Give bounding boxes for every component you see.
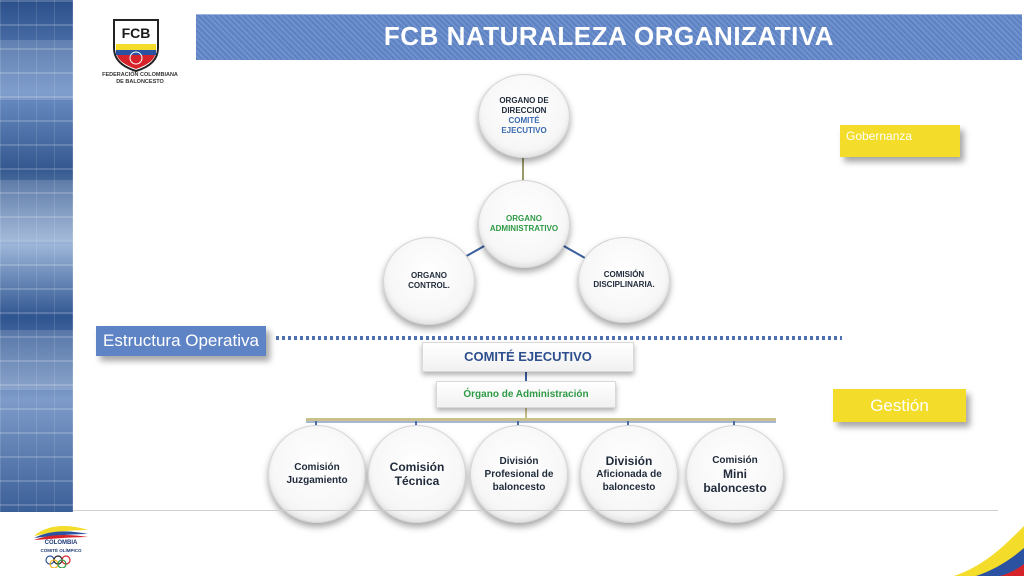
- olympic-rings-icon: [45, 555, 71, 568]
- circle-right-line1: COMISIÓN: [603, 270, 645, 279]
- unit-1-line2: Juzgamiento: [286, 475, 348, 486]
- footer-logo-caption: COLOMBIA COMITÉ OLÍMPICO: [24, 540, 98, 554]
- circle-comision-disciplinaria: COMISIÓN DISCIPLINARIA.: [578, 237, 670, 323]
- box-comite-ejecutivo: COMITÉ EJECUTIVO: [422, 342, 634, 372]
- box-organo-administracion: Órgano de Administración: [436, 381, 616, 408]
- org-bracket-shadow: [306, 421, 776, 423]
- circle-mid-line2: ADMINISTRATIVO: [489, 224, 559, 233]
- photo-strip-band: [0, 180, 73, 240]
- tag-estructura-operativa: Estructura Operativa: [96, 326, 266, 356]
- unit-4-line2: Aficionada de: [596, 469, 662, 480]
- side-photo-strip: [0, 0, 73, 512]
- circle-top-line2: DIRECCION: [501, 106, 547, 115]
- circle-mid-line1: ORGANO: [505, 214, 542, 223]
- circle-top-line3: COMITÉ: [508, 116, 540, 125]
- fcb-logo: FCB FEDERACIÓN COLOMBIANA DE BALONCESTO: [95, 18, 183, 90]
- circle-right-line2: DISCIPLINARIA.: [593, 280, 655, 289]
- circle-organo-administrativo: ORGANO ADMINISTRATIVO: [478, 180, 570, 268]
- circle-comision-mini-baloncesto: Comisión Mini baloncesto: [686, 425, 784, 523]
- logo-caption-line1: FEDERACIÓN COLOMBIANA: [102, 72, 178, 78]
- section-divider: [276, 336, 842, 340]
- circle-division-aficionada: División Aficionada de baloncesto: [580, 425, 678, 523]
- circle-top-line1: ORGANO DE: [499, 96, 549, 105]
- unit-5-line2: Mini: [722, 466, 747, 481]
- tag-gestion: Gestión: [833, 389, 966, 422]
- org-bracket: [306, 418, 776, 421]
- unit-5-line1: Comisión: [712, 454, 758, 466]
- unit-3-line2: Profesional de: [484, 468, 554, 480]
- footer-logo-line1: COLOMBIA: [44, 540, 78, 546]
- unit-4-line3: baloncesto: [602, 482, 656, 493]
- connector-mid-right: [561, 244, 586, 259]
- unit-3-line3: baloncesto: [492, 481, 546, 493]
- logo-caption-line2: DE BALONCESTO: [116, 79, 164, 85]
- circle-comision-juzgamiento: Comisión Juzgamiento: [268, 425, 366, 523]
- circle-organo-direccion: ORGANO DE DIRECCION COMITÉ EJECUTIVO: [478, 74, 570, 158]
- circle-top-line4: EJECUTIVO: [501, 126, 547, 135]
- page-title: FCB NATURALEZA ORGANIZATIVA: [383, 21, 835, 51]
- tag-gobernanza: Gobernanza: [840, 125, 960, 157]
- footer-logo-line2: COMITÉ OLÍMPICO: [40, 548, 82, 553]
- circle-left-line1: ORGANO: [411, 271, 447, 280]
- unit-4-line1: División: [605, 454, 653, 468]
- unit-2-line1: Comisión: [389, 460, 445, 474]
- footer-divider: [73, 510, 998, 511]
- logo-mark: FCB: [122, 25, 151, 41]
- circle-comision-tecnica: Comisión Técnica: [368, 425, 466, 523]
- logo-caption: FEDERACIÓN COLOMBIANA DE BALONCESTO: [95, 72, 185, 86]
- photo-strip-band: [0, 40, 73, 100]
- unit-2-line2: Técnica: [394, 474, 440, 488]
- photo-strip-band: [0, 330, 73, 390]
- circle-division-profesional: División Profesional de baloncesto: [470, 425, 568, 523]
- colombia-olympic-logo: [34, 526, 88, 568]
- corner-swoosh: [954, 526, 1024, 576]
- circle-organo-control: ORGANO CONTROL.: [383, 237, 475, 325]
- unit-5-line3: baloncesto: [703, 480, 767, 495]
- title-bar: FCB NATURALEZA ORGANIZATIVA: [196, 14, 1022, 60]
- fcb-shield-logo: FCB: [113, 19, 159, 72]
- circle-left-line2: CONTROL.: [408, 281, 450, 290]
- unit-1-line1: Comisión: [294, 462, 340, 473]
- unit-3-line1: División: [499, 455, 539, 467]
